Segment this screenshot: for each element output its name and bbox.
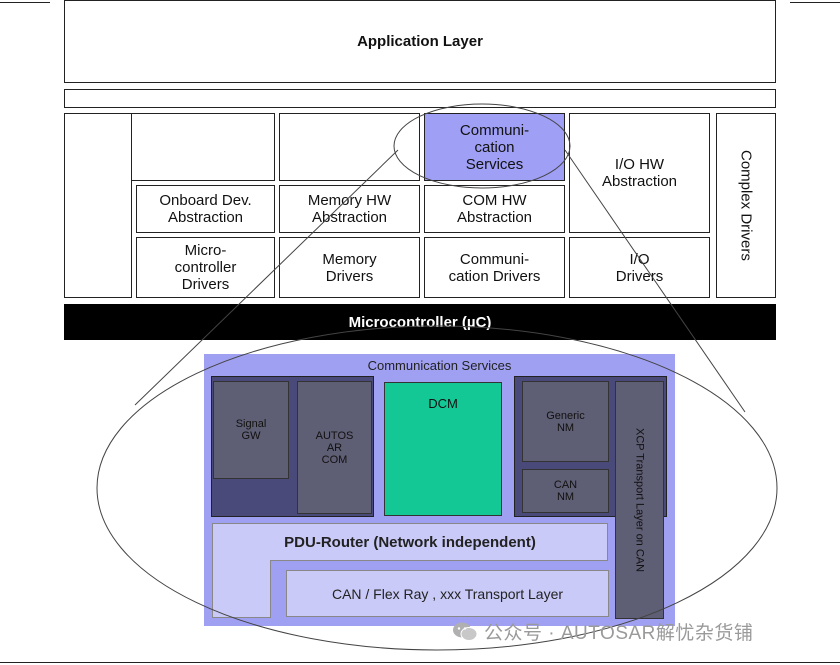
complex-drivers-label: Complex Drivers — [737, 150, 755, 261]
io-hw-abstraction-box: I/O HW Abstraction — [569, 113, 710, 233]
frame-top-right-line — [790, 2, 840, 3]
cs-detail-title: Communication Services — [367, 357, 512, 373]
communication-drivers-label: Communi- cation Drivers — [448, 250, 541, 285]
wechat-icon — [452, 621, 478, 643]
watermark-text: 公众号 · AUTOSAR解忧杂货铺 — [484, 623, 754, 644]
microcontroller-label: Microcontroller (µC) — [348, 313, 492, 331]
application-layer: Application Layer — [64, 0, 776, 83]
memory-services-box — [279, 113, 420, 181]
memory-hw-abstraction-box: Memory HW Abstraction — [279, 185, 420, 233]
xcp-box: XCP Transport Layer on CAN — [615, 381, 664, 619]
communication-drivers-box: Communi- cation Drivers — [424, 237, 565, 298]
generic-nm-box: Generic NM — [522, 381, 609, 462]
communication-services-box: Communi- cation Services — [424, 113, 565, 181]
autosar-com-box: AUTOS AR COM — [297, 381, 372, 514]
microcontroller-drivers-label: Micro- controller Drivers — [174, 242, 237, 293]
rte-bar — [64, 89, 776, 108]
application-layer-label: Application Layer — [357, 33, 483, 50]
frame-bottom-line — [0, 662, 840, 663]
communication-services-label: Communi- cation Services — [459, 121, 530, 173]
microcontroller-bar: Microcontroller (µC) — [64, 304, 776, 340]
dcm-box: DCM — [384, 382, 502, 516]
watermark: 公众号 · AUTOSAR解忧杂货铺 — [452, 618, 753, 645]
frame-top-left-line — [0, 2, 50, 3]
microcontroller-drivers-box: Micro- controller Drivers — [136, 237, 275, 298]
io-drivers-label: I/O Drivers — [615, 250, 664, 285]
memory-drivers-label: Memory Drivers — [322, 250, 377, 285]
system-services-column — [64, 113, 132, 298]
io-drivers-box: I/O Drivers — [569, 237, 710, 298]
xcp-label: XCP Transport Layer on CAN — [633, 427, 646, 573]
com-hw-abstraction-box: COM HW Abstraction — [424, 185, 565, 233]
memory-drivers-box: Memory Drivers — [279, 237, 420, 298]
onboard-abstraction-box: Onboard Dev. Abstraction — [136, 185, 275, 233]
dcm-label: DCM — [428, 396, 458, 411]
complex-drivers-box: Complex Drivers — [716, 113, 776, 298]
com-hw-abstraction-label: COM HW Abstraction — [456, 192, 533, 226]
signal-gw-box: Signal GW — [213, 381, 289, 479]
transport-layer-box: CAN / Flex Ray , xxx Transport Layer — [286, 570, 609, 617]
io-hw-abstraction-label: I/O HW Abstraction — [601, 156, 678, 190]
onboard-abstraction-label: Onboard Dev. Abstraction — [159, 192, 252, 226]
can-nm-box: CAN NM — [522, 469, 609, 513]
pdu-router-stem — [212, 560, 271, 618]
pdu-router-box: PDU-Router (Network independent) — [212, 523, 608, 561]
memory-hw-abstraction-label: Memory HW Abstraction — [307, 192, 392, 226]
